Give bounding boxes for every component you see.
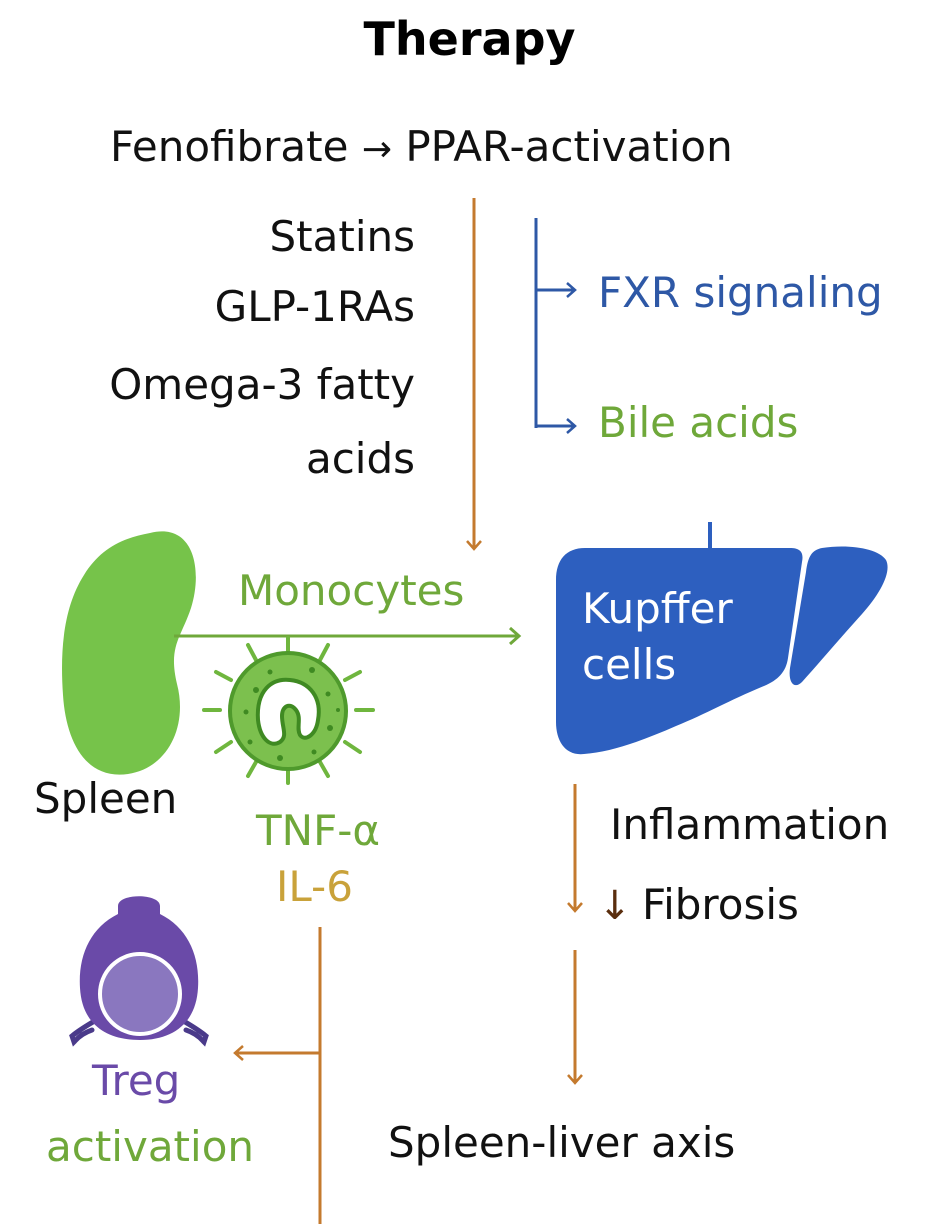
spleen-liver-axis-label: Spleen-liver axis (388, 1118, 736, 1167)
arrow-glyph: → (361, 129, 392, 170)
treg-cell-icon (69, 896, 209, 1047)
liver-organ-icon (556, 522, 888, 755)
fxr-signaling-label: FXR signaling (598, 268, 883, 317)
tnf-alpha-label: TNF-α (256, 806, 381, 855)
statins-label: Statins (269, 212, 415, 261)
treg-label: Treg (92, 1056, 181, 1105)
kupffer-label-line1: Kupffer (582, 584, 733, 633)
spleen-organ-icon (62, 531, 196, 775)
ppar-activation-label: PPAR-activation (405, 122, 733, 171)
spleen-label: Spleen (34, 774, 178, 823)
treg-branch-connector (233, 927, 322, 1224)
fibrosis-label: Fibrosis (642, 880, 799, 929)
omega3-label: Omega-3 fatty (109, 360, 415, 409)
inflammation-label: Inflammation (610, 800, 890, 849)
bile-acids-label: Bile acids (598, 398, 799, 447)
therapy-headline: Fenofibrate → PPAR-activation (110, 126, 733, 168)
monocyte-cell-icon (202, 636, 375, 785)
diagram-title: Therapy (363, 12, 576, 66)
activation-label: activation (46, 1122, 255, 1171)
glp1ras-label: GLP-1RAs (214, 282, 415, 331)
monocytes-label: Monocytes (238, 566, 465, 615)
fxr-branch-connector (534, 218, 577, 434)
fenofibrate-label: Fenofibrate (110, 122, 349, 171)
fibrosis-down-arrow-glyph: ↓ (598, 883, 632, 929)
acids-label: acids (305, 434, 415, 483)
il6-label: IL-6 (276, 862, 353, 911)
kupffer-label-line2: cells (582, 640, 677, 689)
